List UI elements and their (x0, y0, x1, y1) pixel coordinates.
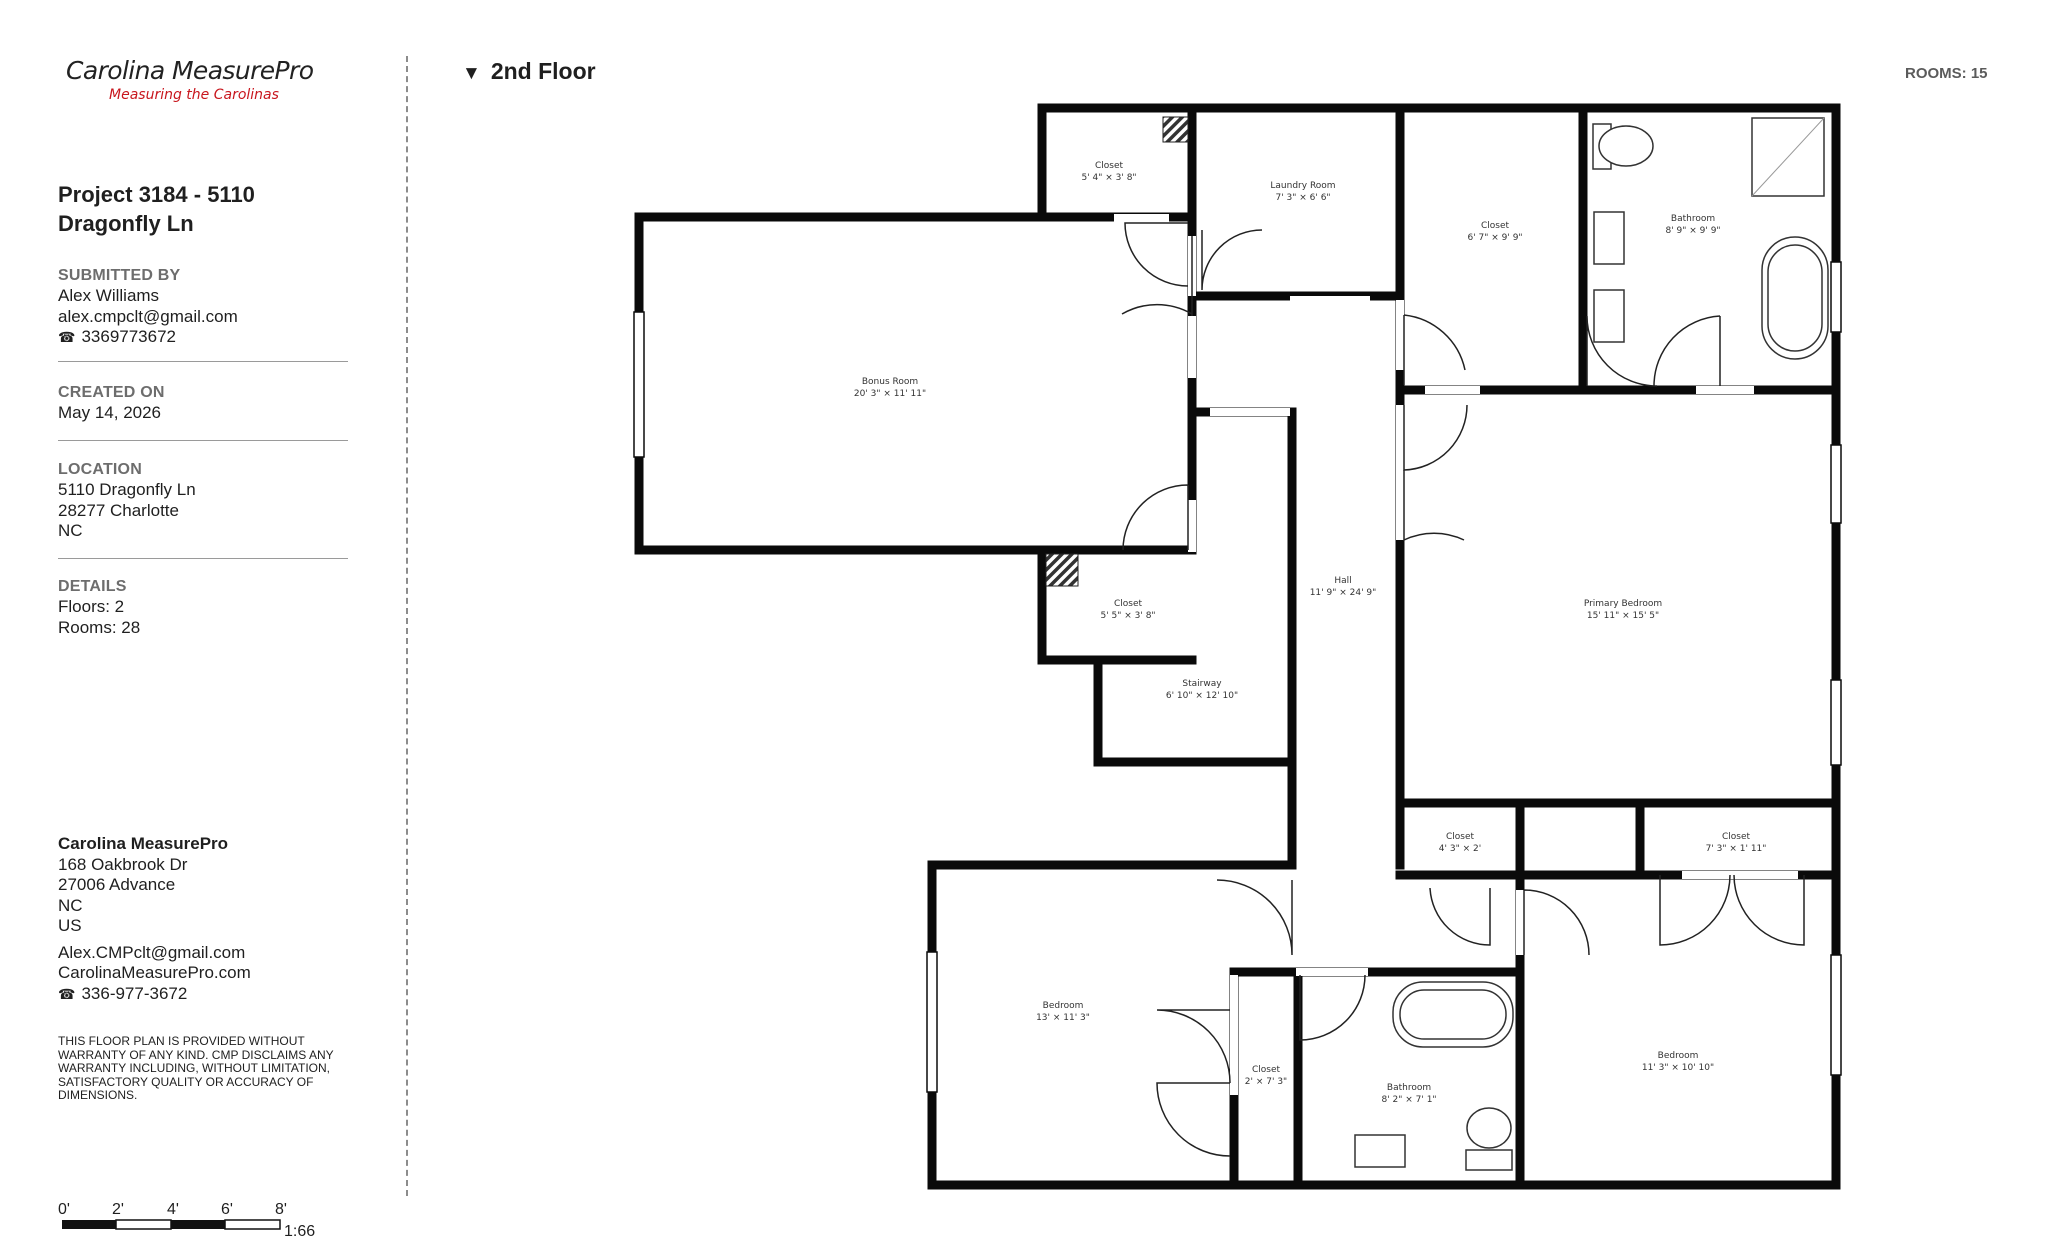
room-dims: 11' 3" × 10' 10" (1642, 1063, 1714, 1073)
sidebar: Carolina MeasurePro Measuring the Caroli… (58, 56, 358, 1240)
scale-bar: 0' 2' 4' 6' 8' 1:66 (58, 1201, 315, 1240)
details-rooms: Rooms: 28 (58, 617, 141, 637)
brand-name: Carolina MeasurePro (66, 56, 314, 85)
room-name: Laundry Room (1270, 181, 1335, 191)
divider (58, 558, 348, 559)
room-dims: 5' 5" × 3' 8" (1100, 611, 1155, 621)
created-on-section: CREATED ON May 14, 2026 (58, 383, 348, 424)
room-name: Bathroom (1671, 214, 1715, 224)
company-street: 168 Oakbrook Dr (58, 854, 188, 874)
company-phone-row: ☎ 336-977-3672 (58, 984, 358, 1005)
room-dims: 2' × 7' 3" (1245, 1077, 1287, 1087)
room-name: Bonus Room (862, 377, 918, 387)
location-line1: 5110 Dragonfly Ln (58, 480, 196, 499)
phone-icon: ☎ (58, 329, 76, 345)
hatched-block (1045, 553, 1079, 587)
room-name: Hall (1334, 576, 1351, 586)
room-name: Closet (1446, 832, 1475, 842)
project-title-line1: Project 3184 - 5110 (58, 182, 255, 207)
room-dims: 11' 9" × 24' 9" (1310, 588, 1377, 598)
room-name: Closet (1481, 221, 1510, 231)
location-heading: LOCATION (58, 461, 142, 478)
company-phone[interactable]: 336-977-3672 (81, 983, 188, 1003)
company-country: US (58, 916, 82, 935)
room-name: Stairway (1182, 679, 1222, 689)
room-name: Bedroom (1043, 1001, 1084, 1011)
hatched-block (1162, 116, 1189, 143)
scale-tick-label: 4' (167, 1201, 179, 1218)
disclaimer-line: DIMENSIONS. (58, 1088, 138, 1102)
room-name: Closet (1095, 161, 1124, 171)
scale-tick-label: 8' (275, 1201, 287, 1218)
company-state: NC (58, 895, 83, 915)
room-dims: 5' 4" × 3' 8" (1081, 173, 1136, 183)
created-on-date: May 14, 2026 (58, 403, 162, 422)
submitter-email[interactable]: alex.cmpclt@gmail.com (58, 306, 238, 326)
disclaimer-line: WARRANTY OF ANY KIND. CMP DISCLAIMS ANY (58, 1047, 334, 1062)
room-dims: 7' 3" × 1' 11" (1706, 844, 1767, 854)
room-name: Bedroom (1658, 1051, 1699, 1061)
room-dims: 13' × 11' 3" (1036, 1013, 1090, 1023)
room-name: Closet (1252, 1065, 1281, 1075)
room-dims: 6' 7" × 9' 9" (1467, 233, 1522, 243)
room-dims: 15' 11" × 15' 5" (1587, 611, 1659, 621)
rooms-count: ROOMS: 15 (1905, 65, 1988, 82)
submitted-by-section: SUBMITTED BY Alex Williams alex.cmpclt@g… (58, 266, 348, 348)
company-city: 27006 Advance (58, 875, 176, 894)
disclaimer-line: THIS FLOOR PLAN IS PROVIDED WITHOUT (58, 1034, 305, 1048)
disclaimer-line: WARRANTY INCLUDING, WITHOUT LIMITATION, (58, 1061, 331, 1075)
room-name: Bathroom (1387, 1083, 1431, 1093)
details-section: DETAILS Floors: 2 Rooms: 28 (58, 577, 348, 638)
room-name: Closet (1722, 832, 1751, 842)
room-dims: 20' 3" × 11' 11" (854, 389, 926, 399)
submitter-phone-row: ☎ 3369773672 (58, 327, 348, 348)
room-dims: 4' 3" × 2' (1439, 844, 1481, 854)
brand-tagline: Measuring the Carolinas (109, 87, 279, 103)
floor-toggle[interactable]: ▼ 2nd Floor (462, 58, 596, 85)
disclaimer: THIS FLOOR PLAN IS PROVIDED WITHOUT WARR… (58, 1034, 358, 1103)
company-email[interactable]: Alex.CMPclt@gmail.com (58, 942, 246, 962)
submitted-by-heading: SUBMITTED BY (58, 267, 181, 284)
details-floors: Floors: 2 (58, 597, 125, 616)
scale-tick-label: 0' (58, 1201, 70, 1218)
room-dims: 8' 2" × 7' 1" (1381, 1095, 1436, 1105)
created-on-heading: CREATED ON (58, 384, 165, 401)
project-title: Project 3184 - 5110 Dragonfly Ln (58, 180, 358, 238)
disclaimer-line: SATISFACTORY QUALITY OR ACCURACY OF (58, 1074, 314, 1089)
room-name: Closet (1114, 599, 1143, 609)
submitter-name: Alex Williams (58, 286, 160, 305)
floor-title: 2nd Floor (490, 58, 596, 84)
scale-tick-label: 6' (221, 1201, 233, 1218)
company-website[interactable]: CarolinaMeasurePro.com (58, 963, 251, 982)
location-line2: 28277 Charlotte (58, 500, 179, 520)
brand-logo: Carolina MeasurePro Measuring the Caroli… (66, 56, 366, 103)
fixtures (1354, 117, 1829, 1171)
scale-tick-label: 2' (112, 1201, 124, 1218)
phone-icon: ☎ (58, 985, 76, 1002)
room-dims: 7' 3" × 6' 6" (1275, 193, 1330, 203)
divider (58, 440, 348, 441)
room-labels: Closet 5' 4" × 3' 8" Laundry Room 7' 3" … (854, 161, 1767, 1105)
project-title-line2: Dragonfly Ln (58, 211, 194, 236)
room-name: Primary Bedroom (1584, 599, 1662, 609)
company-block: Carolina MeasurePro 168 Oakbrook Dr 2700… (58, 834, 358, 1004)
doors (1121, 222, 1805, 1157)
details-heading: DETAILS (58, 578, 127, 595)
submitter-phone[interactable]: 3369773672 (81, 327, 176, 346)
sidebar-divider (406, 56, 408, 1196)
divider (58, 361, 348, 362)
location-line3: NC (58, 521, 83, 540)
room-dims: 6' 10" × 12' 10" (1166, 691, 1238, 701)
triangle-down-icon[interactable]: ▼ (462, 63, 481, 84)
windows (633, 261, 1842, 1093)
room-dims: 8' 9" × 9' 9" (1665, 226, 1720, 236)
location-section: LOCATION 5110 Dragonfly Ln 28277 Charlot… (58, 460, 348, 542)
scale-ratio: 1:66 (284, 1223, 315, 1240)
company-name: Carolina MeasurePro (58, 834, 229, 853)
